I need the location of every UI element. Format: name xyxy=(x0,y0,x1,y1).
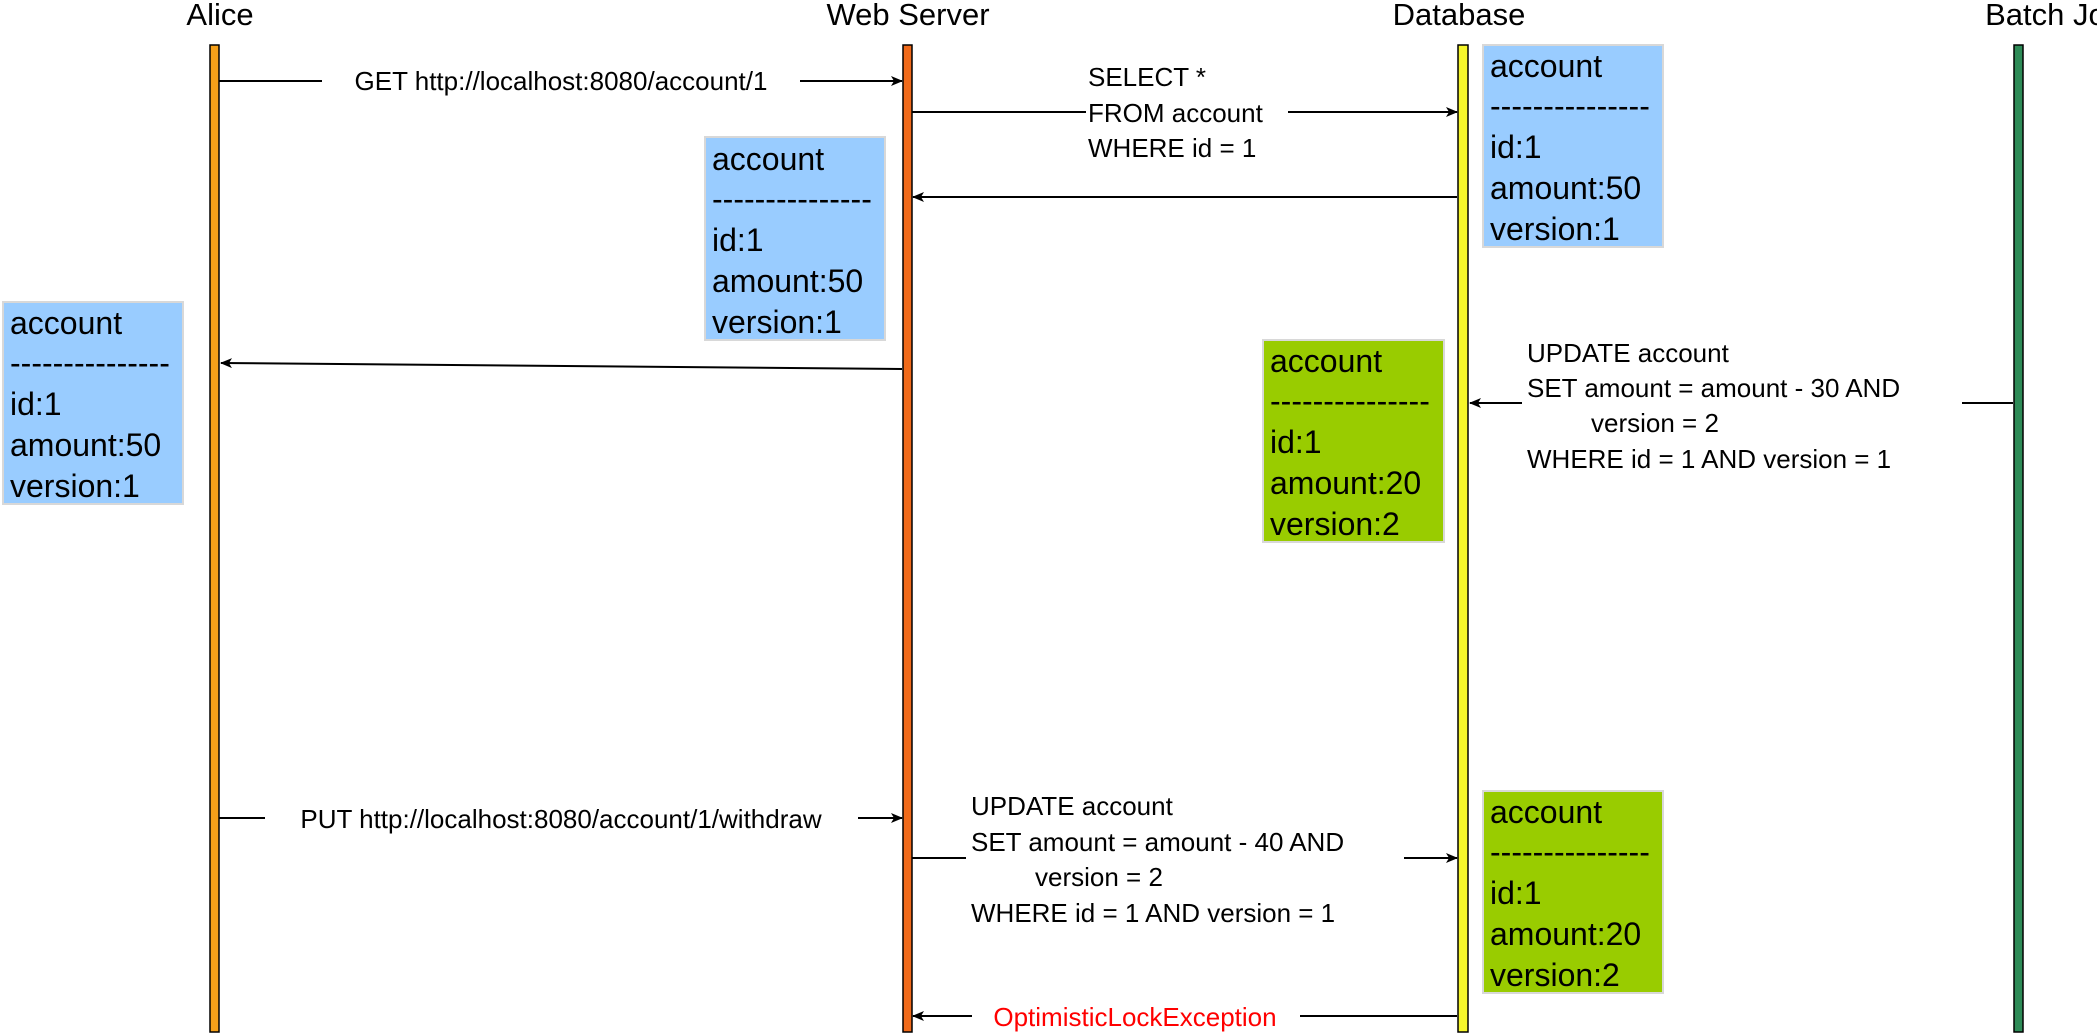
alice-copy-record: account --------------- id:1 amount:50 v… xyxy=(2,301,184,505)
db-initial-record-box xyxy=(1482,44,1664,248)
select-query-line-2: FROM account xyxy=(1088,98,1264,128)
batch-update-line-2: SET amount = amount - 30 AND xyxy=(1527,373,1900,403)
batch-updated-record: account --------------- id:1 amount:20 v… xyxy=(1262,339,1445,543)
db-final-record-separator: --------------- xyxy=(1490,834,1650,870)
participant-web-server: Web Server xyxy=(826,0,989,32)
alice-copy-record-separator: --------------- xyxy=(10,345,170,381)
batch-update-line-3: version = 2 xyxy=(1591,408,1719,438)
db-initial-record-separator: --------------- xyxy=(1490,88,1650,124)
select-query-label-bg xyxy=(1086,60,1288,166)
batch-update-message: UPDATE account SET amount = amount - 30 … xyxy=(1469,338,2013,474)
batch-updated-record-title: account xyxy=(1270,343,1382,379)
participant-batch-job: Batch Job xyxy=(1985,0,2097,32)
put-request-message: PUT http://localhost:8080/account/1/with… xyxy=(219,804,903,834)
put-request-label: PUT http://localhost:8080/account/1/with… xyxy=(300,804,821,834)
db-final-record-box xyxy=(1482,790,1664,994)
db-initial-record-version: version:1 xyxy=(1490,211,1620,247)
server-copy-record-separator: --------------- xyxy=(712,181,872,217)
db-initial-record-title: account xyxy=(1490,48,1602,84)
get-response-arrow xyxy=(220,358,903,370)
exception-message: OptimisticLockException xyxy=(912,1002,1457,1032)
server-update-line-1: UPDATE account xyxy=(971,791,1174,821)
server-copy-record-amount: amount:50 xyxy=(712,263,863,299)
exception-label: OptimisticLockException xyxy=(993,1002,1276,1032)
server-update-message: UPDATE account SET amount = amount - 40 … xyxy=(912,791,1458,928)
server-copy-record: account --------------- id:1 amount:50 v… xyxy=(704,136,886,341)
db-final-record-id: id:1 xyxy=(1490,875,1542,911)
db-initial-record: account --------------- id:1 amount:50 v… xyxy=(1482,44,1664,248)
server-copy-record-title: account xyxy=(712,141,824,177)
select-query-line-1: SELECT * xyxy=(1088,62,1206,92)
get-request-label: GET http://localhost:8080/account/1 xyxy=(355,66,768,96)
db-final-record-amount: amount:20 xyxy=(1490,916,1641,952)
batch-update-line-4: WHERE id = 1 AND version = 1 xyxy=(1527,444,1891,474)
server-update-line-2: SET amount = amount - 40 AND xyxy=(971,827,1344,857)
select-query-message: SELECT * FROM account WHERE id = 1 xyxy=(912,60,1458,166)
server-copy-record-version: version:1 xyxy=(712,304,842,340)
database-lifeline xyxy=(1457,44,1469,1033)
db-final-record: account --------------- id:1 amount:20 v… xyxy=(1482,790,1664,994)
alice-lifeline xyxy=(209,44,220,1033)
db-initial-record-amount: amount:50 xyxy=(1490,170,1641,206)
server-copy-record-box xyxy=(704,136,886,341)
db-final-record-title: account xyxy=(1490,794,1602,830)
server-update-line-3: version = 2 xyxy=(1035,862,1163,892)
web-server-lifeline xyxy=(902,44,913,1033)
server-update-line-4: WHERE id = 1 AND version = 1 xyxy=(971,898,1335,928)
select-query-line-3: WHERE id = 1 xyxy=(1088,133,1256,163)
server-copy-record-id: id:1 xyxy=(712,222,764,258)
alice-copy-record-title: account xyxy=(10,305,122,341)
batch-updated-record-separator: --------------- xyxy=(1270,383,1430,419)
batch-updated-record-id: id:1 xyxy=(1270,424,1322,460)
get-request-message: GET http://localhost:8080/account/1 xyxy=(219,66,903,96)
batch-updated-record-amount: amount:20 xyxy=(1270,465,1421,501)
alice-copy-record-version: version:1 xyxy=(10,468,140,504)
batch-updated-record-box xyxy=(1262,339,1445,543)
participant-alice: Alice xyxy=(186,0,253,32)
participant-database: Database xyxy=(1393,0,1526,32)
batch-job-lifeline xyxy=(2013,44,2024,1033)
alice-copy-record-amount: amount:50 xyxy=(10,427,161,463)
alice-copy-record-box xyxy=(2,301,184,505)
batch-updated-record-version: version:2 xyxy=(1270,506,1400,542)
db-final-record-version: version:2 xyxy=(1490,957,1620,993)
db-initial-record-id: id:1 xyxy=(1490,129,1542,165)
alice-copy-record-id: id:1 xyxy=(10,386,62,422)
batch-update-line-1: UPDATE account xyxy=(1527,338,1730,368)
